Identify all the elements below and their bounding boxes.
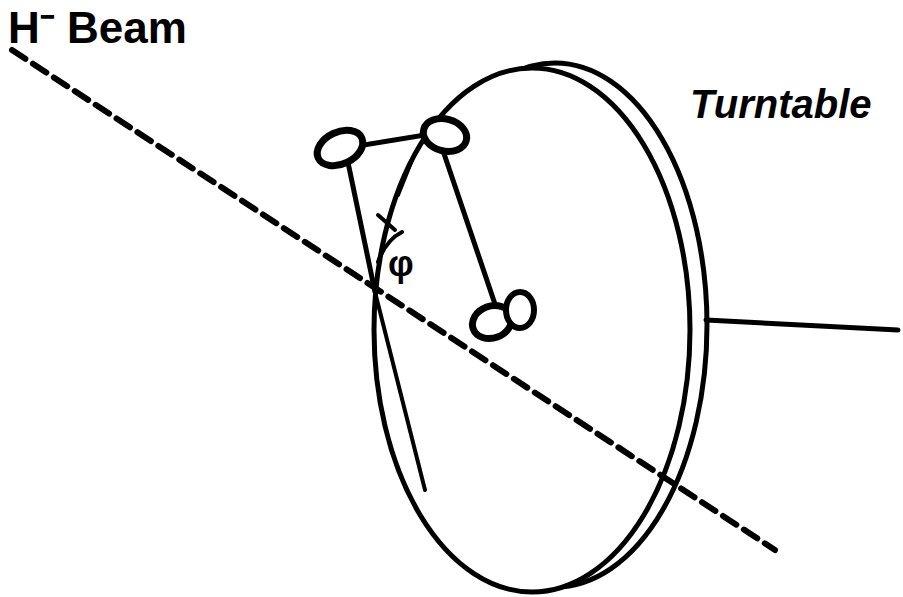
frame bbox=[345, 133, 497, 310]
turntable-face bbox=[374, 68, 690, 592]
reference-line bbox=[375, 292, 425, 490]
turntable-label: Turntable bbox=[690, 84, 872, 124]
coil bbox=[311, 123, 368, 172]
angle-line bbox=[378, 215, 395, 230]
beam-line bbox=[12, 50, 775, 550]
coil bbox=[506, 292, 534, 328]
axle bbox=[706, 320, 898, 330]
angle-label: φ bbox=[388, 246, 414, 282]
coil bbox=[420, 114, 471, 156]
beam-label: H⁻ Beam bbox=[8, 6, 187, 50]
angle-line bbox=[398, 160, 412, 195]
